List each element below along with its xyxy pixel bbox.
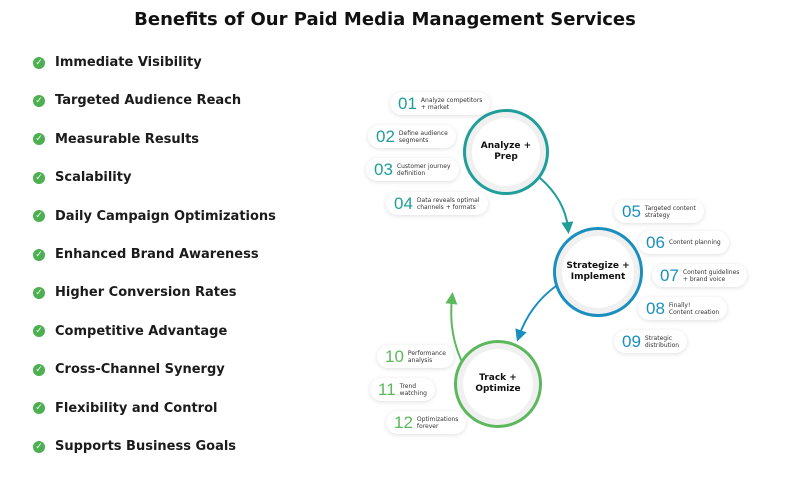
benefit-item: ✓ Daily Campaign Optimizations [33,209,276,224]
step-text: Strategic distribution [644,334,680,349]
benefit-item: ✓ Cross-Channel Synergy [33,362,225,377]
step-text: Content guidelines + brand voice [682,268,740,283]
benefit-label: Higher Conversion Rates [55,285,237,301]
step-text: Customer journey definition [396,162,451,177]
step-number: 11 [378,379,396,399]
check-icon: ✓ [33,325,45,338]
step-text: Content planning [668,239,721,246]
check-icon: ✓ [33,402,45,415]
benefit-item: ✓ Higher Conversion Rates [33,285,237,300]
arrow-analyze-to-strategize [539,177,574,234]
benefit-label: Daily Campaign Optimizations [55,208,276,224]
benefit-item: ✓ Flexibility and Control [33,401,217,416]
benefit-label: Scalability [55,170,132,186]
benefit-label: Measurable Results [55,131,200,147]
step-number: 02 [376,126,395,146]
check-icon: ✓ [33,363,45,376]
check-icon: ✓ [33,210,45,223]
check-icon: ✓ [33,440,45,453]
step-text: Optimizations forever [416,415,459,430]
step-number: 04 [394,193,413,213]
step-text: Performance analysis [407,349,446,364]
step-number: 07 [660,265,679,285]
step-text: Finally! Content creation [668,301,720,316]
benefit-label: Cross-Channel Synergy [55,362,225,378]
benefit-item: ✓ Immediate Visibility [33,55,202,70]
benefit-item: ✓ Supports Business Goals [33,439,236,454]
step-number: 06 [646,232,665,252]
benefit-label: Enhanced Brand Awareness [55,247,259,262]
benefit-item: ✓ Enhanced Brand Awareness [33,247,259,262]
step-number: 05 [622,201,641,221]
check-icon: ✓ [33,133,45,146]
step-number: 10 [385,346,404,366]
step-text: Analyze competitors + market [420,96,483,111]
benefit-label: Competitive Advantage [55,323,228,339]
benefit-label: Targeted Audience Reach [55,93,242,109]
check-icon: ✓ [33,171,45,184]
stage-analyze-prep: Analyze + Prep [463,109,549,195]
step-number: 01 [398,93,417,113]
step-text: Data reveals optimal channels + formats [416,196,480,211]
benefit-item: ✓ Measurable Results [33,132,199,147]
stage-track-optimize: Track + Optimize [454,340,542,428]
benefit-item: ✓ Scalability [33,170,131,185]
benefit-label: Supports Business Goals [55,439,237,454]
benefit-item: ✓ Competitive Advantage [33,324,227,339]
benefit-label: Immediate Visibility [55,55,202,70]
benefit-item: ✓ Targeted Audience Reach [33,93,241,108]
step-text: Trend watching [399,382,427,397]
check-icon: ✓ [33,94,45,107]
step-number: 09 [622,331,641,351]
step-number: 03 [374,159,393,179]
benefit-label: Flexibility and Control [55,400,218,416]
check-icon: ✓ [33,56,45,69]
step-number: 12 [394,412,413,432]
step-text: Define audience segments [398,129,448,144]
stage-strategize-implement: Strategize + Implement [553,227,643,317]
step-text: Targeted content strategy [644,204,696,219]
check-icon: ✓ [33,248,45,261]
arrow-strategize-to-track [515,285,557,342]
step-number: 08 [646,298,665,318]
page-title: Benefits of Our Paid Media Management Se… [134,9,636,30]
check-icon: ✓ [33,286,45,299]
